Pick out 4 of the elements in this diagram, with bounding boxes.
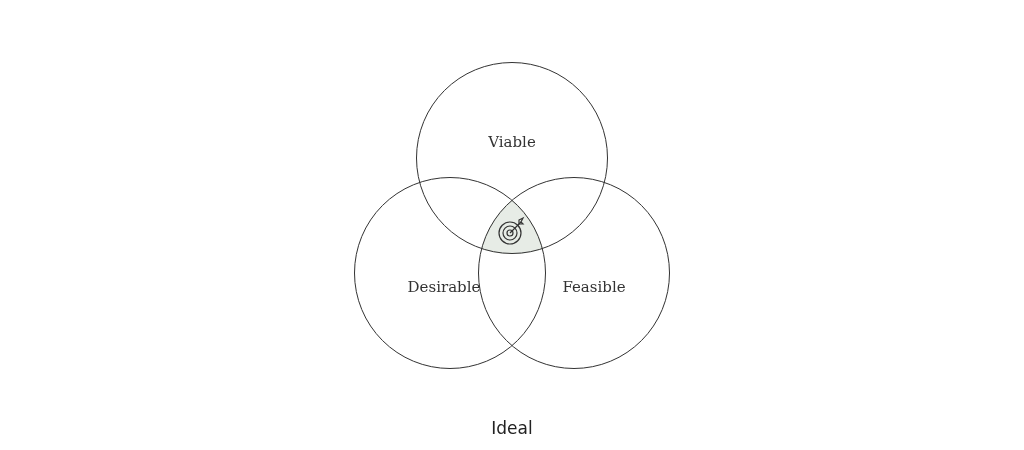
circle-label: Viable — [487, 133, 537, 151]
circle-label: Feasible — [561, 278, 627, 296]
circle-label: Desirable — [406, 278, 482, 296]
caption: Ideal — [491, 418, 533, 438]
